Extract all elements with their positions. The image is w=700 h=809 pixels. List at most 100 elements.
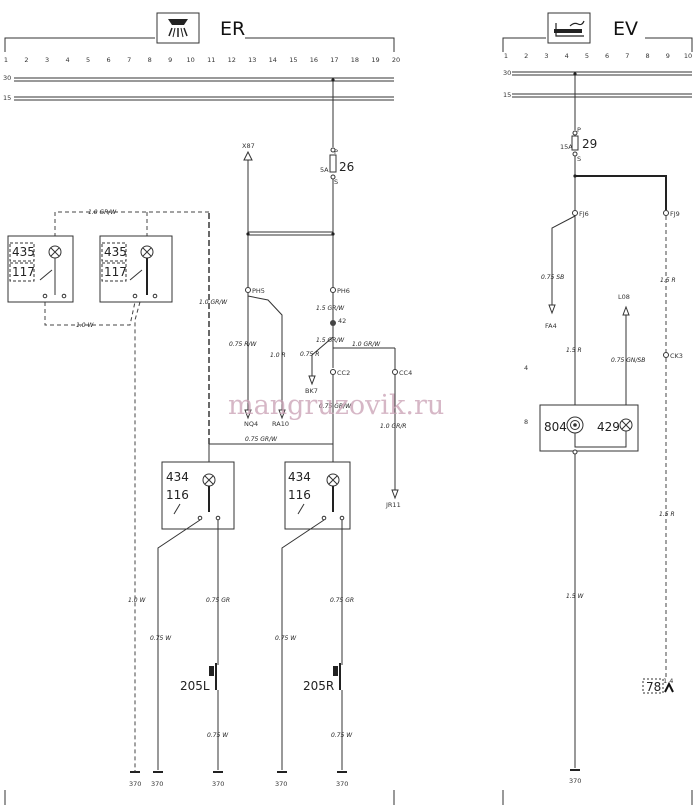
wire-label-w25: 1.5 W [566, 593, 584, 600]
fuse-26-number: 26 [339, 160, 354, 174]
connector-ph6: PH6 [330, 287, 350, 295]
connector-fj6: FJ6 [572, 210, 589, 218]
fa4-label: FA4 [545, 322, 557, 330]
fj9-label: FJ9 [670, 210, 680, 218]
marker-4: 4 [524, 364, 528, 372]
connector-ck3: CK3 [663, 352, 683, 360]
wire-label-w6: 1.5 GR/W [316, 305, 345, 312]
ev-column-10: 10 [684, 52, 692, 60]
comp-78-sup: 1 4 [663, 677, 673, 685]
lamp-unit-435-117-b: 435 117 [99, 235, 173, 303]
er-column-13: 13 [248, 56, 256, 64]
l08-label: L08 [618, 293, 630, 301]
reference-78: 78 1 4 [642, 677, 674, 694]
ground-370-1: 370 [129, 771, 141, 788]
er-column-10: 10 [187, 56, 195, 64]
fa4-arrow [548, 304, 556, 315]
ground-370-6-label: 370 [569, 777, 581, 785]
ph6-label: PH6 [337, 287, 350, 295]
wire-label-w20: 0.75 SB [541, 274, 564, 281]
er-column-6: 6 [107, 56, 111, 64]
lamp-unit-435-117-a: 435 117 [7, 235, 74, 303]
ra10-arrow [278, 409, 286, 420]
ground-370-3: 370 [212, 771, 224, 788]
ground-wire-b1 [281, 519, 325, 770]
dashed-bottom-link [44, 301, 136, 326]
jr11-arrow [391, 489, 399, 500]
ev-column-8: 8 [646, 52, 650, 60]
ground-370-4-label: 370 [275, 780, 287, 788]
ev-column-3: 3 [544, 52, 548, 60]
er-column-17: 17 [330, 56, 338, 64]
connector-ph5: PH5 [245, 287, 265, 295]
ph5-label: PH5 [252, 287, 265, 295]
ev-title: EV [613, 18, 638, 40]
x87-label: X87 [242, 142, 255, 150]
ev-rail-15-label: 15 [503, 91, 511, 99]
wire-label-w14: 0.75 W [150, 635, 172, 642]
ground-370-4: 370 [275, 771, 287, 788]
er-column-3: 3 [45, 56, 49, 64]
l08-arrow [622, 305, 630, 316]
ground-370-5-label: 370 [336, 780, 348, 788]
ev-column-6: 6 [605, 52, 609, 60]
er-column-1: 1 [4, 56, 8, 64]
jr11-label: JR11 [385, 501, 401, 509]
fuse-26-rating: 5A [320, 166, 329, 174]
fuse-29-p: P [577, 126, 581, 134]
er-column-8: 8 [148, 56, 152, 64]
wire-label-w2: 1.0 W [76, 322, 94, 329]
nq4-label: NQ4 [244, 420, 258, 428]
wire-label-w17: 0.75 GR [330, 597, 354, 604]
x87-arrow [243, 150, 253, 161]
lamp-unit-434-116-a: 434 116 [161, 461, 235, 530]
ev-rail-junction [573, 72, 577, 76]
comp-804: 804 [544, 420, 567, 434]
er-title: ER [220, 18, 245, 40]
comp-429: 429 [597, 420, 620, 434]
ground-wire-a1 [157, 519, 201, 770]
ev-rail-15: 15 [503, 91, 692, 99]
comp-435-a: 435 [12, 245, 35, 259]
connector-cc4: CC4 [392, 369, 412, 377]
comp-435-b: 435 [104, 245, 127, 259]
cigar-lighter-icon [547, 12, 591, 44]
wire-label-w21: 1.5 R [566, 347, 582, 354]
er-rail-30: 30 [3, 74, 394, 82]
connector-fj9: FJ9 [663, 210, 680, 218]
wire-label-w15: 0.75 GR [206, 597, 230, 604]
wire-label-w4: 0.75 R/W [229, 341, 257, 348]
dashed-top-link [54, 211, 209, 238]
up-caret-icon [664, 681, 674, 693]
wire-label-w12: 0.75 GR/W [245, 436, 278, 443]
er-header: ER [4, 12, 395, 52]
wire-label-w11: 0.75 GR/W [319, 403, 352, 410]
rail-30-label: 30 [3, 74, 11, 82]
comp-116-a: 116 [166, 488, 189, 502]
wire-label-w22: 1.5 R [660, 277, 676, 284]
wire-label-w7: 1.5 GR/W [316, 337, 345, 344]
comp-117-a: 117 [12, 265, 35, 279]
er-column-19: 19 [371, 56, 379, 64]
ceiling-light-icon-glyph [168, 19, 188, 38]
cc2-label: CC2 [337, 369, 350, 377]
cigar-lighter-icon-glyph [554, 20, 585, 37]
ev-column-1: 1 [504, 52, 508, 60]
comp-116-b: 116 [288, 488, 311, 502]
wire-label-w8: 0.75 R [300, 351, 319, 358]
ev-column-2: 2 [524, 52, 528, 60]
bridge-junction-left [246, 232, 250, 236]
ev-junction [573, 174, 577, 178]
nq4-arrow [244, 409, 252, 420]
switch-205r: 205R [303, 663, 341, 693]
wire-label-w9: 1.0 GR/W [352, 341, 381, 348]
wire-label-w10: 1.0 GR/R [380, 423, 406, 430]
fj9-feed-wire [575, 175, 667, 210]
ev-column-9: 9 [666, 52, 670, 60]
comp-78: 78 [646, 680, 661, 694]
comp-434-a: 434 [166, 470, 189, 484]
bk7-wire [311, 336, 334, 376]
